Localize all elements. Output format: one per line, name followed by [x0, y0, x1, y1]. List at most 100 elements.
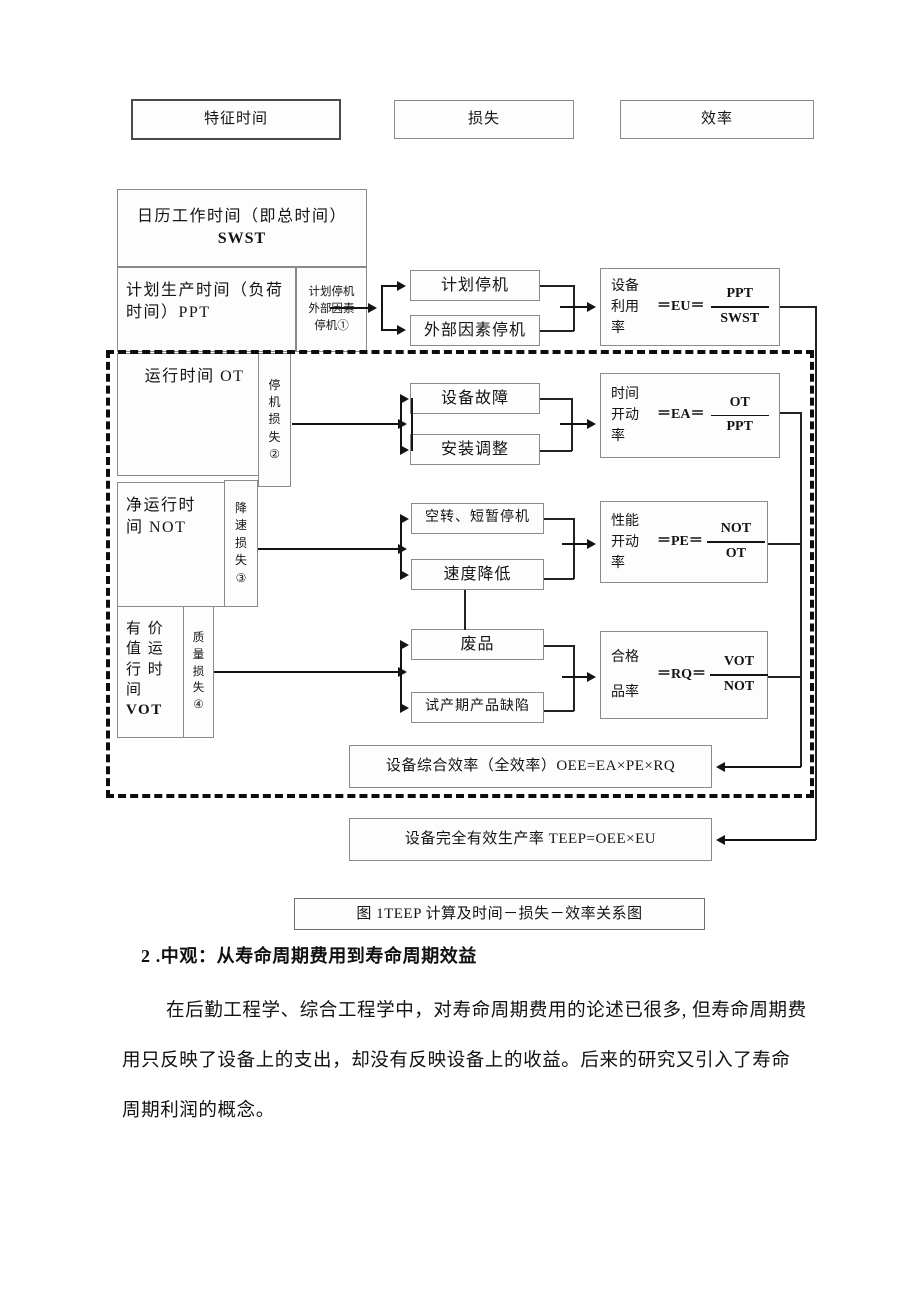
efficiency-label-pe-line2: 率: [611, 555, 625, 571]
loss-box-idling-minor-stop: 空转、短暂停机: [411, 503, 544, 534]
paragraph-line-1: 在后勤工程学、综合工程学中，对寿命周期费用的论述已很多, 但寿命周期费: [166, 1001, 807, 1021]
connector-downtime-branch-top-arrow: [400, 394, 409, 404]
efficiency-label-eu: 设备 利用 率: [611, 276, 653, 339]
collector-teep-into-box: [725, 839, 816, 841]
summary-box-oee: 设备综合效率（全效率）OEE=EA×PE×RQ: [349, 745, 712, 788]
connector-downtime-branch-v2: [400, 398, 402, 451]
loss-box-label-2: 设备故障: [440, 389, 509, 407]
loss-box-startup-defect: 试产期产品缺陷: [411, 692, 544, 723]
connector-downtime-branch-bot-arrow: [400, 445, 409, 455]
connector-speed-branch-bot-arrow: [400, 570, 409, 580]
efficiency-label-rq-line1: [611, 668, 653, 682]
time-box-not: 净运行时 间 NOT: [117, 482, 227, 607]
efficiency-box-eu: 设备 利用 率 ＝EU＝ PPT SWST: [600, 268, 780, 346]
merge-planned-bot: [540, 330, 574, 332]
connector-planned-branch-v: [381, 285, 383, 330]
time-box-ppt: 计划生产时间（负荷 时间）PPT: [117, 267, 296, 352]
efficiency-denominator-pe: OT: [725, 545, 746, 561]
time-label-swst-line2: SWST: [217, 230, 267, 247]
loss-label-quality-char-2: 损: [192, 665, 205, 678]
time-label-vot-line3: 行 时: [126, 661, 165, 678]
efficiency-label-rq-line2: 品率: [611, 685, 639, 700]
merge-planned-out: [560, 306, 587, 308]
collector-oee-v: [800, 412, 802, 767]
connector-quality-branch-v: [400, 644, 402, 708]
efficiency-numerator-eu: PPT: [726, 286, 753, 302]
connector-quality-stem-arrow: [398, 667, 407, 677]
loss-label-planned-stop: 计划停机 外部因素 停机①: [296, 267, 367, 352]
connector-planned-stem-arrow: [368, 303, 377, 313]
efficiency-label-ea-line0: 时间: [611, 387, 639, 402]
time-label-vot-line4: 间: [126, 681, 143, 698]
loss-label-downtime: 停 机 损 失 ②: [258, 353, 291, 487]
loss-label-speed-char-0: 降: [234, 501, 247, 516]
efficiency-denominator-ea: PPT: [726, 419, 753, 435]
efficiency-box-ea: 时间 开动 率 ＝EA＝ OT PPT: [600, 373, 780, 458]
connector-quality-branch-top-arrow: [400, 640, 409, 650]
collector-teep-arrow: [716, 835, 725, 845]
time-box-ot: 运行时间 OT: [117, 353, 272, 476]
efficiency-label-pe-line0: 性能: [611, 513, 639, 529]
merge-speed-out: [562, 543, 587, 545]
time-label-ppt-line1: 计划生产时间（负荷: [126, 282, 284, 299]
efficiency-fraction-ea: OT PPT: [708, 394, 771, 437]
efficiency-label-ea-line1: 开动: [611, 408, 639, 423]
efficiency-box-pe: 性能 开动 率 ＝PE＝ NOT OT: [600, 501, 768, 583]
efficiency-denominator-eu: SWST: [720, 310, 760, 326]
merge-speed-bot: [544, 578, 574, 580]
efficiency-label-ea-line2: 率: [611, 429, 625, 444]
connector-downtime-branch-v: [411, 398, 413, 451]
efficiency-fraction-rq: VOT NOT: [710, 653, 768, 696]
header-box-characteristic-time: 特征时间: [131, 99, 341, 140]
efficiency-eq-ea: ＝EA＝: [657, 407, 705, 423]
efficiency-denominator-rq: NOT: [723, 678, 755, 694]
connector-planned-branch-bot: [381, 329, 397, 331]
connector-speed-branch-v: [400, 518, 402, 575]
efficiency-label-ea: 时间 开动 率: [611, 384, 653, 447]
time-label-ot: 运行时间 OT: [144, 368, 245, 385]
efficiency-numerator-pe: NOT: [720, 521, 752, 537]
loss-label-quality: 质 量 损 失 ④: [183, 606, 214, 738]
loss-label-downtime-char-3: 失: [268, 429, 281, 444]
merge-quality-out-arrow: [587, 672, 596, 682]
loss-label-downtime-char-1: 机: [268, 394, 281, 409]
efficiency-label-eu-line1: 利用: [611, 299, 639, 315]
merge-downtime-top: [540, 398, 572, 400]
efficiency-fraction-eu: PPT SWST: [708, 285, 771, 328]
efficiency-label-eu-line2: 率: [611, 320, 625, 336]
merge-quality-bot: [544, 710, 574, 712]
merge-planned-out-arrow: [587, 302, 596, 312]
fraction-bar-icon: [710, 674, 768, 676]
collector-ea-out: [780, 412, 801, 414]
merge-speed-top: [544, 518, 574, 520]
loss-label-planned-line3: 停机①: [314, 319, 349, 332]
connector-speed-branch-top-arrow: [400, 514, 409, 524]
figure-caption-label: 图 1TEEP 计算及时间－损失－效率关系图: [356, 905, 643, 922]
loss-box-scrap: 废品: [411, 629, 544, 660]
connector-quality-stem: [214, 671, 398, 673]
efficiency-numerator-rq: VOT: [723, 654, 755, 670]
merge-planned-v: [573, 285, 575, 331]
efficiency-eq-eu: ＝EU＝: [657, 298, 705, 314]
loss-box-label-1: 外部因素停机: [423, 321, 526, 339]
collector-teep-v: [815, 306, 817, 840]
connector-speed-stem-arrow: [398, 544, 407, 554]
loss-box-planned-stop: 计划停机: [410, 270, 540, 301]
loss-label-downtime-char-2: 损: [268, 412, 281, 427]
connector-downtime-stem: [292, 423, 398, 425]
summary-label-teep: 设备完全有效生产率 TEEP=OEE×EU: [404, 831, 657, 848]
fraction-bar-icon: [710, 306, 769, 308]
time-label-vot-line2: 值 运: [126, 641, 165, 658]
merge-quality-out: [562, 676, 587, 678]
summary-box-teep: 设备完全有效生产率 TEEP=OEE×EU: [349, 818, 712, 861]
efficiency-numerator-ea: OT: [729, 394, 750, 410]
loss-label-quality-char-4: ④: [193, 699, 204, 711]
efficiency-box-rq: 合格 品率 ＝RQ＝ VOT NOT: [600, 631, 768, 719]
figure-caption: 图 1TEEP 计算及时间－损失－效率关系图: [294, 898, 705, 930]
header-box-efficiency: 效率: [620, 100, 814, 139]
loss-box-label-3: 安装调整: [440, 440, 509, 458]
loss-label-speed-char-2: 损: [234, 535, 247, 550]
connector-speed-stem: [258, 548, 398, 550]
connector-speed-to-scrap: [464, 590, 466, 630]
